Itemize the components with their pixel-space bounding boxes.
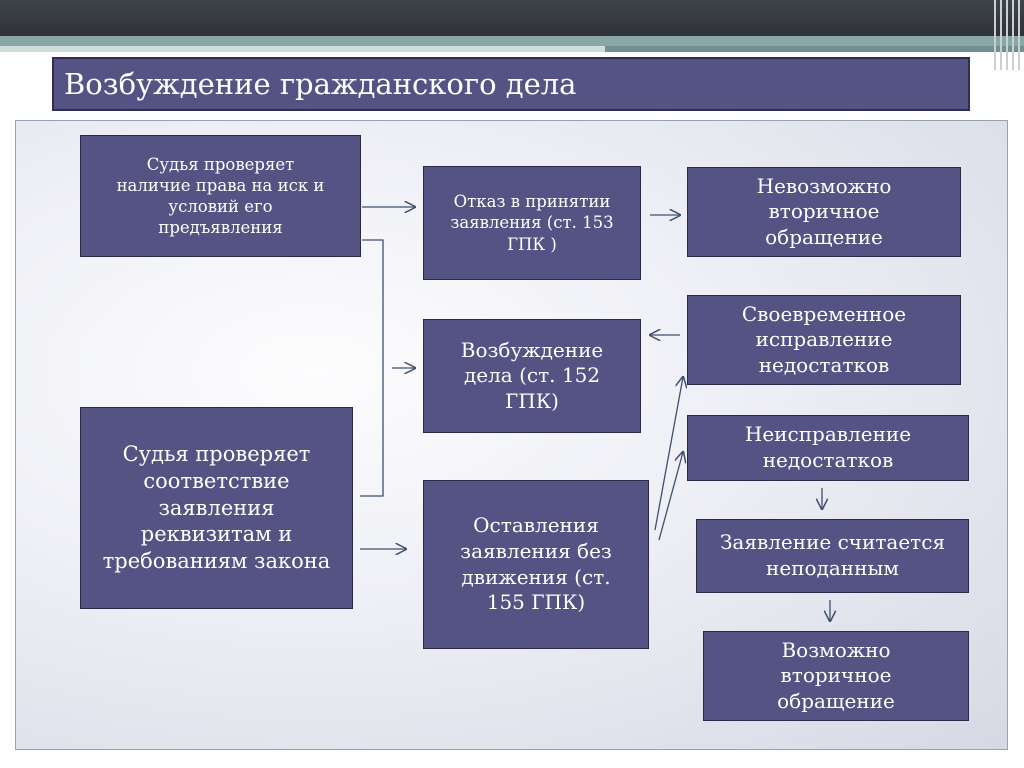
header-band-teal [0, 36, 1024, 46]
box-judge-checks-right: Судья проверяет наличие права на иск и у… [80, 135, 361, 257]
box-non-correction: Неисправление недостатков [687, 415, 969, 481]
header-band-light [0, 46, 605, 52]
box-timely-correction: Своевременное исправление недостатков [687, 295, 961, 385]
box-impossible-secondary: Невозможно вторичное обращение [687, 167, 961, 257]
box-initiation: Возбуждение дела (ст. 152 ГПК) [423, 319, 641, 433]
box-refusal: Отказ в принятии заявления (ст. 153 ГПК … [423, 166, 641, 280]
decorative-lines [990, 0, 1024, 70]
box-judge-checks-compliance: Судья проверяет соответствие заявления р… [80, 407, 353, 609]
header-band-teal-right [605, 46, 1024, 52]
box-considered-not-filed: Заявление считается неподанным [696, 519, 969, 593]
box-leave-without-motion: Оставления заявления без движения (ст. 1… [423, 480, 649, 649]
box-possible-secondary: Возможно вторичное обращение [703, 631, 969, 721]
slide-title: Возбуждение гражданского дела [52, 57, 970, 111]
header-band-dark [0, 0, 1024, 36]
